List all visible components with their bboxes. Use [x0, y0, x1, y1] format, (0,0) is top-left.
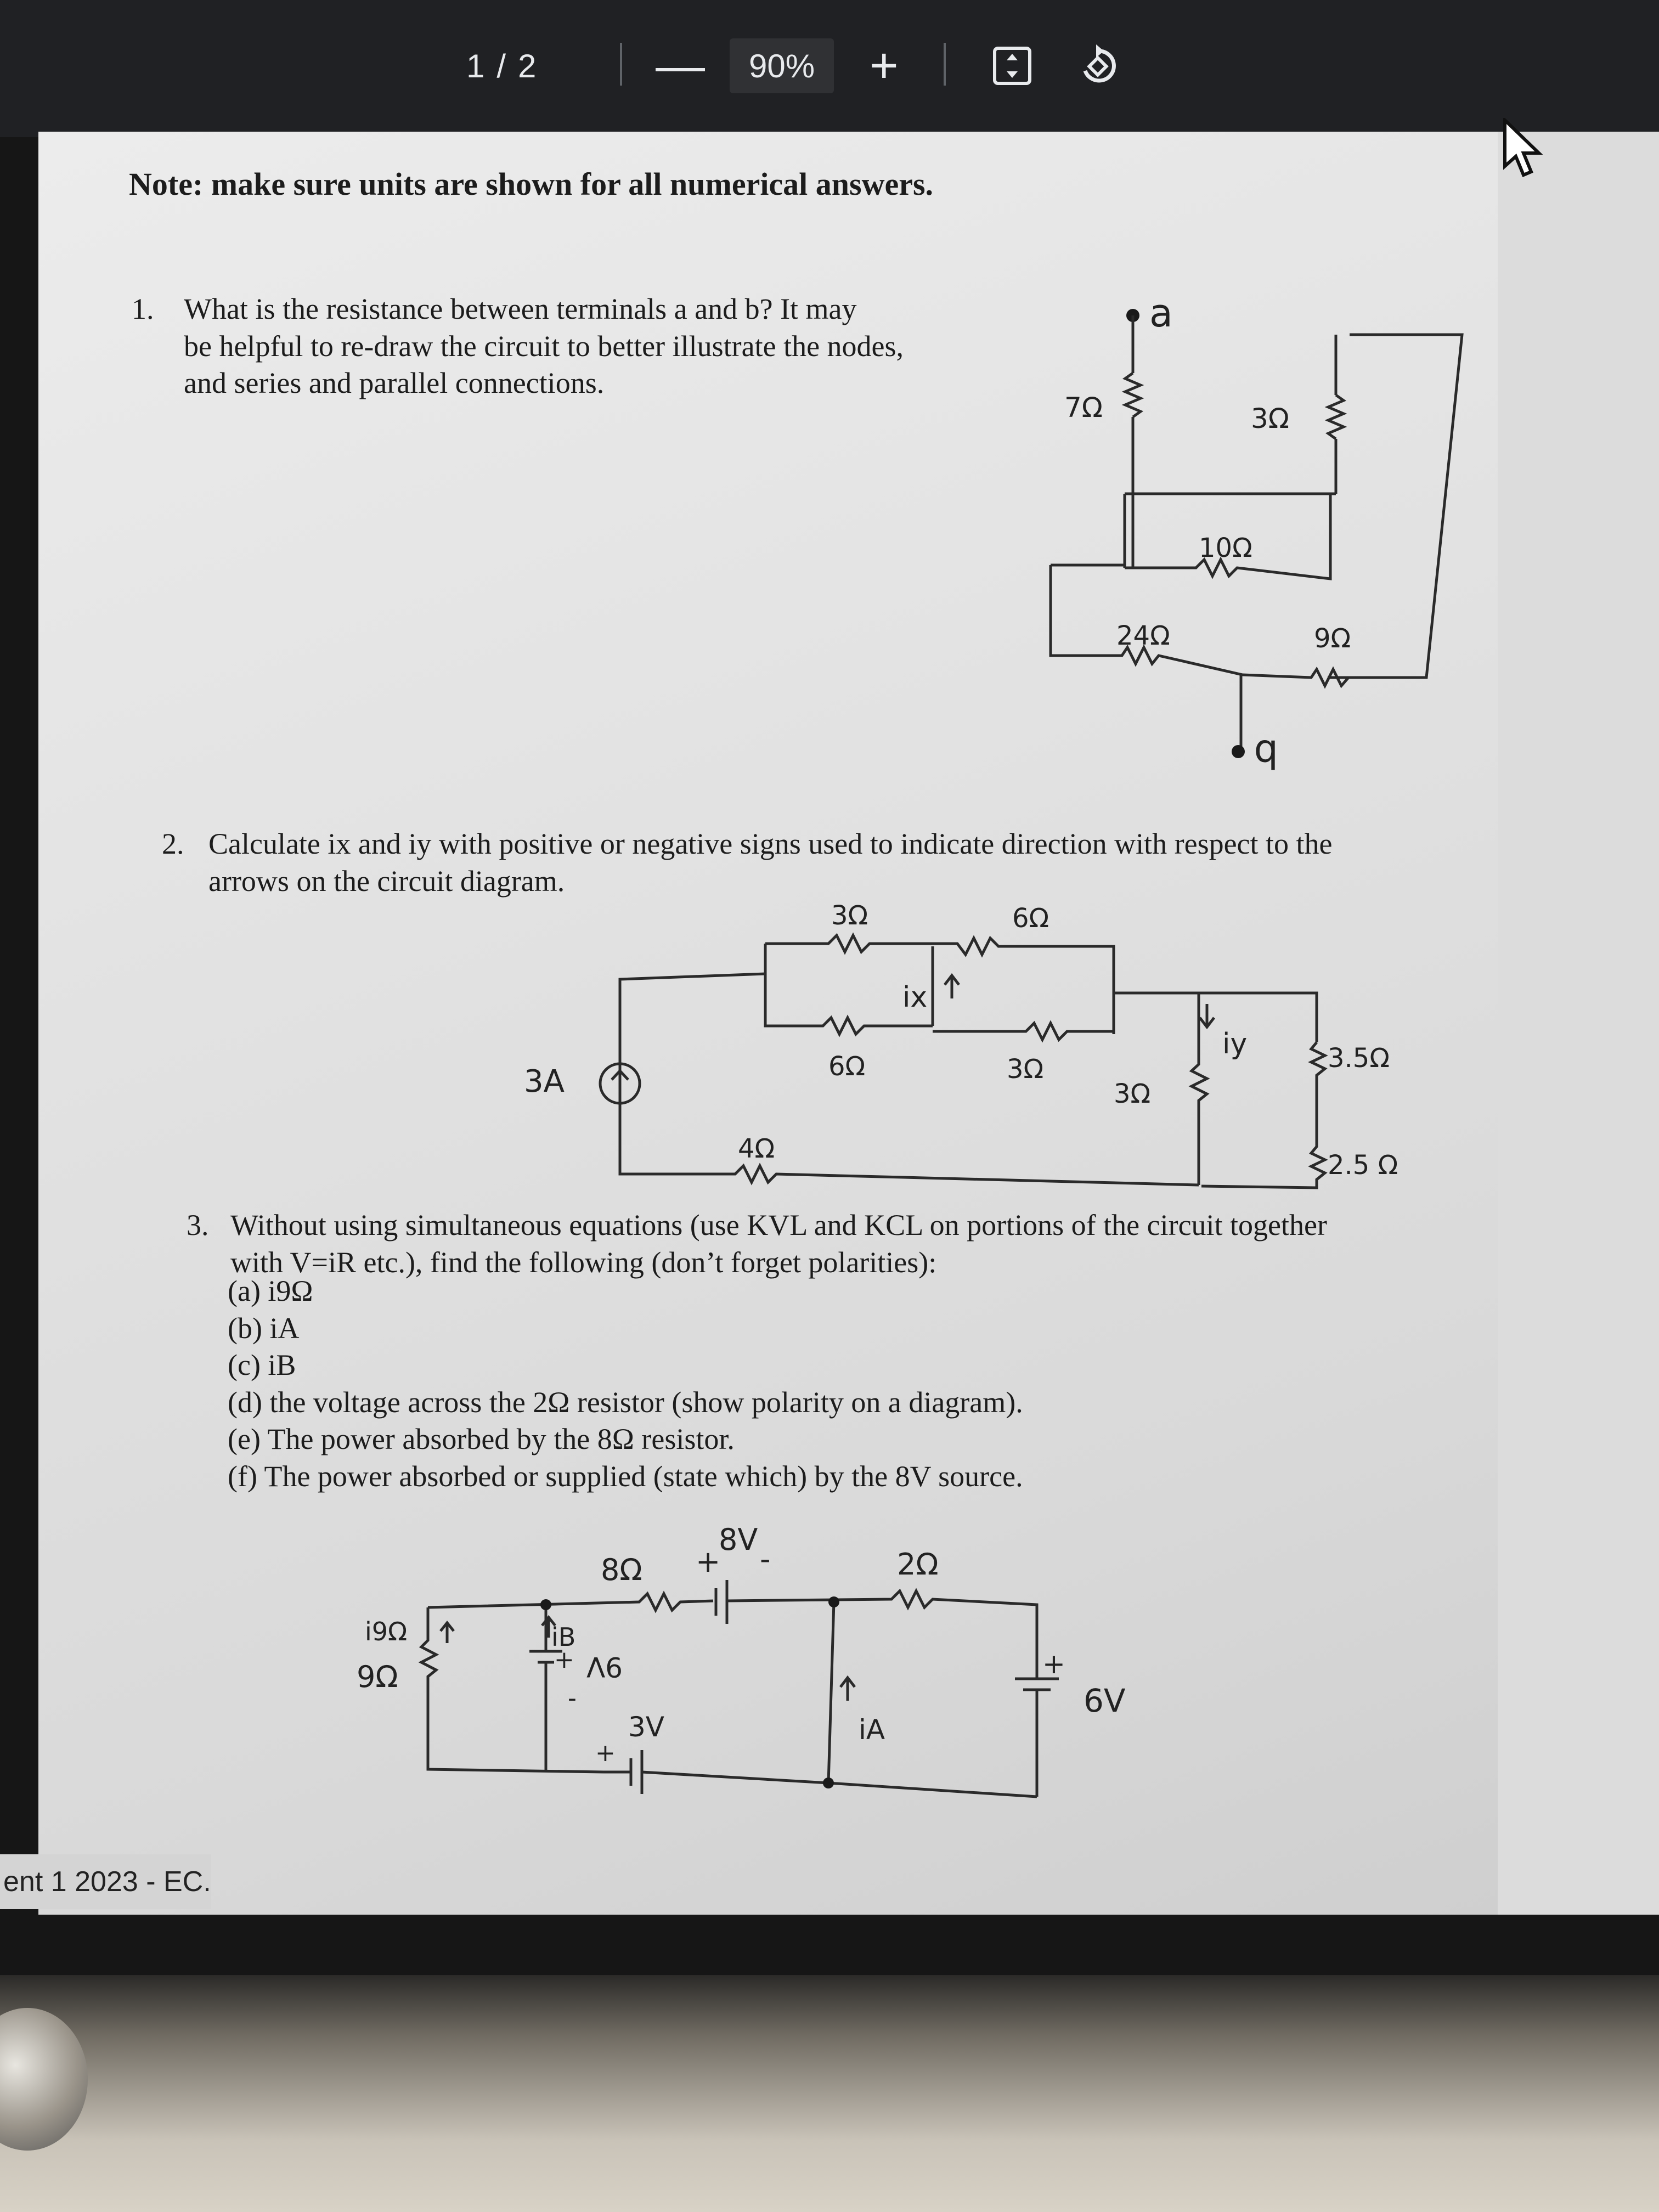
resistor-8-label: 8Ω: [601, 1553, 642, 1587]
source-9v-plus: +: [554, 1646, 574, 1674]
resistor-24-label: 24Ω: [1116, 620, 1170, 651]
question-line: with V=iR etc.), find the following (don…: [230, 1245, 937, 1279]
question-number: 3.: [187, 1209, 209, 1242]
mouse-cursor-icon: [1503, 118, 1543, 177]
question-line: and series and parallel connections.: [184, 366, 605, 399]
current-iy-label: iy: [1222, 1028, 1247, 1060]
resistor-10-label: 10Ω: [1199, 533, 1252, 563]
rotate-icon[interactable]: [1075, 38, 1125, 93]
question-line: Calculate ix and iy with positive or neg…: [208, 827, 1333, 860]
source-6v-plus: +: [1042, 1648, 1065, 1680]
list-item: (c) iB: [228, 1348, 296, 1381]
zoom-out-button[interactable]: —: [656, 38, 705, 93]
list-item: (d) the voltage across the 2Ω resistor (…: [228, 1385, 1023, 1419]
source-8v-minus: -: [760, 1542, 771, 1576]
resistor-3-top-label: 3Ω: [831, 900, 868, 931]
list-item: (e) The power absorbed by the 8Ω resisto…: [228, 1423, 735, 1455]
terminal-b-label: b: [1254, 731, 1278, 776]
resistor-9-label: 9Ω: [357, 1660, 398, 1694]
note-text: Note: make sure units are shown for all …: [129, 166, 934, 202]
resistor-3-bottom-label: 3Ω: [1007, 1054, 1043, 1085]
current-ib-label: iB: [551, 1622, 575, 1652]
circuit-node: [828, 1596, 839, 1607]
question-3-items: (a) i9Ω (b) iA (c) iB (d) the voltage ac…: [228, 1273, 1023, 1495]
current-ix-label: ix: [902, 981, 927, 1014]
question-line: What is the resistance between terminals…: [184, 292, 857, 325]
resistor-9-label: 9Ω: [1314, 623, 1351, 654]
arrow-ix-icon: [944, 973, 960, 998]
resistor-7-label: 7Ω: [1064, 392, 1103, 424]
current-i9-label: i9Ω: [365, 1617, 407, 1646]
toolbar-divider: [620, 43, 622, 86]
terminal-b-node: [1232, 745, 1245, 758]
source-3v-label: 3V: [628, 1711, 664, 1743]
source-8v-label: 8V: [719, 1522, 758, 1557]
resistor-2-5-label: 2.5 Ω: [1328, 1150, 1398, 1181]
list-item: (b) iA: [228, 1311, 300, 1345]
source-3v-plus: +: [595, 1739, 616, 1767]
current-ia-label: iA: [859, 1714, 885, 1746]
arrow-iy-icon: [1199, 1004, 1215, 1030]
resistor-4-label: 4Ω: [738, 1133, 775, 1164]
page-total: 2: [518, 47, 537, 84]
source-9v-minus: -: [568, 1684, 577, 1712]
question-line: Without using simultaneous equations (us…: [230, 1209, 1327, 1242]
terminal-a-label: a: [1149, 291, 1173, 336]
arrow-ib-icon: [541, 1615, 556, 1638]
question-2: 2. Calculate ix and iy with positive or …: [162, 826, 1402, 900]
fit-to-page-icon[interactable]: [990, 38, 1040, 93]
screen-background: [1498, 132, 1659, 1915]
question-number: 2.: [162, 827, 184, 860]
source-8v-plus: +: [696, 1544, 720, 1579]
zoom-in-button[interactable]: +: [870, 38, 899, 93]
question-line: arrows on the circuit diagram.: [208, 864, 565, 898]
current-source-icon: [599, 1062, 641, 1105]
question-line: be helpful to re-draw the circuit to bet…: [184, 329, 904, 363]
page-current[interactable]: 1: [466, 47, 485, 84]
arrow-i9-icon: [439, 1620, 455, 1643]
taskbar-tab[interactable]: ent 1 2023 - EC...: [0, 1854, 211, 1909]
resistor-3-5-label: 3.5Ω: [1328, 1043, 1390, 1074]
source-3a-label: 3A: [524, 1064, 565, 1099]
resistor-3-label: 3Ω: [1251, 403, 1289, 435]
question-3: 3. Without using simultaneous equations …: [187, 1207, 1404, 1281]
question-number: 1.: [132, 292, 154, 325]
pdf-toolbar: 1 / 2 — 90% +: [0, 0, 1659, 137]
circuit-node: [823, 1778, 834, 1788]
zoom-level-field[interactable]: 90%: [730, 38, 834, 93]
list-item: (a) i9Ω: [228, 1274, 313, 1307]
toolbar-divider: [944, 43, 946, 86]
resistor-3-right-label: 3Ω: [1114, 1079, 1150, 1109]
source-6v-label: 6V: [1084, 1682, 1126, 1719]
resistor-6-bottom-label: 6Ω: [828, 1051, 865, 1082]
page-indicator[interactable]: 1 / 2: [466, 38, 536, 93]
circuit-node: [540, 1599, 551, 1610]
source-9v-label: 9V: [586, 1651, 623, 1683]
desk-surface: [0, 1975, 1659, 2212]
list-item: (f) The power absorbed or supplied (stat…: [228, 1459, 1023, 1493]
resistor-6-top-label: 6Ω: [1012, 903, 1049, 934]
resistor-2-label: 2Ω: [897, 1547, 939, 1582]
pdf-page: [38, 132, 1498, 1915]
arrow-ia-icon: [839, 1675, 856, 1701]
page-separator: /: [496, 47, 506, 84]
question-1: 1. What is the resistance between termin…: [132, 291, 998, 402]
